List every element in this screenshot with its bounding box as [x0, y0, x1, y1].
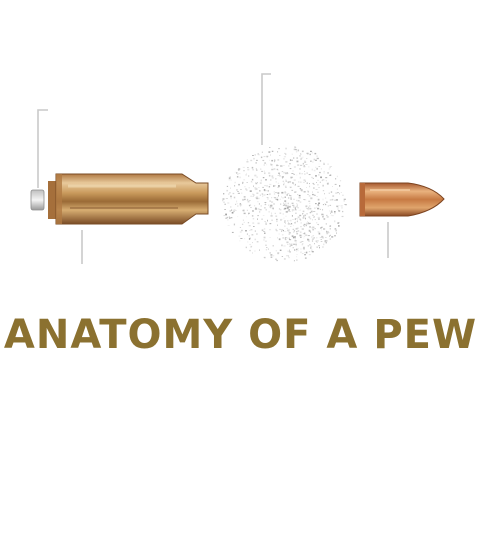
brass-casing-icon — [48, 173, 209, 225]
primer-cap-icon — [30, 189, 45, 211]
leader-lines — [37, 73, 389, 264]
powder-leader-line — [261, 73, 271, 145]
bullet-tip-icon — [359, 182, 445, 217]
page-title: ANATOMY OF A PEW — [3, 312, 478, 358]
powder-pile-icon — [222, 146, 347, 262]
primer-leader-line — [37, 109, 48, 188]
anatomy-illustration — [30, 73, 445, 264]
